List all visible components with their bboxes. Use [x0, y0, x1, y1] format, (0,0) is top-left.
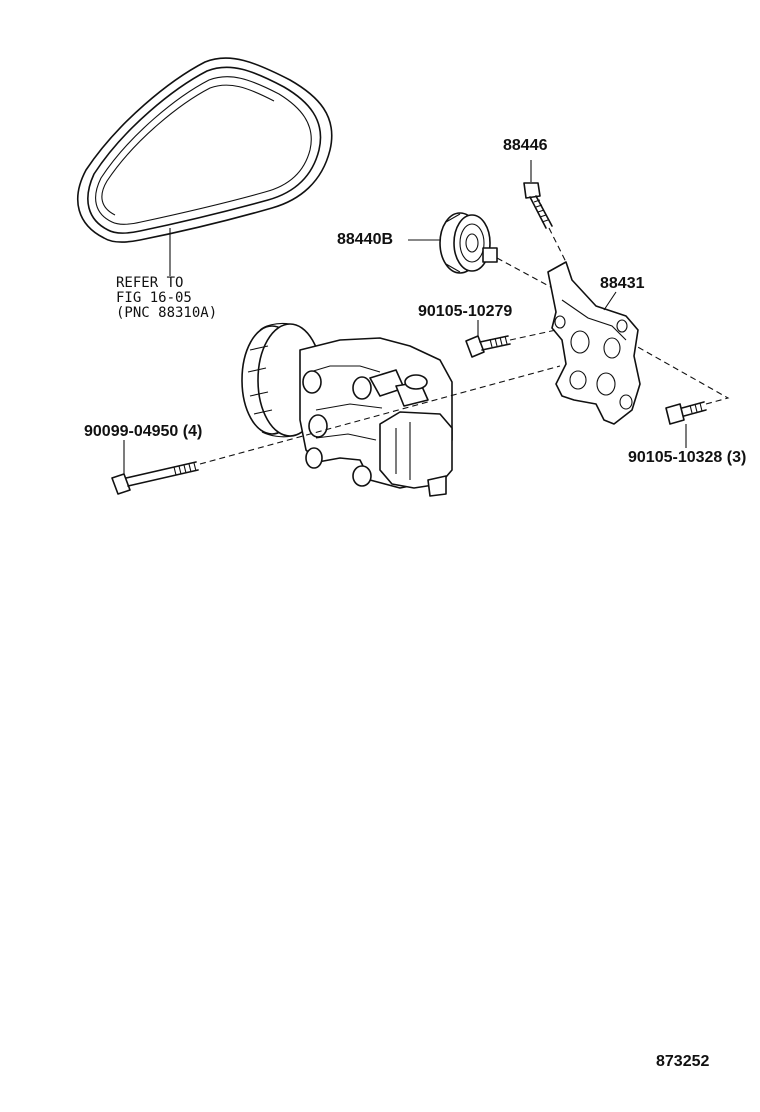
- drive-belt: [77, 57, 333, 276]
- belt-reference-line3: (PNC 88310A): [116, 305, 218, 321]
- compressor-bracket: [547, 261, 641, 425]
- belt-reference-line1: REFER TO: [116, 275, 184, 291]
- bolt-90105-10279: [465, 320, 557, 358]
- label-90105-10328: 90105-10328 (3): [628, 449, 747, 466]
- idler-pulley: [408, 212, 561, 293]
- bolt-90105-10328: [635, 345, 730, 448]
- bolt-88446: [523, 160, 567, 263]
- label-90105-10279: 90105-10279: [418, 303, 513, 320]
- label-88446: 88446: [503, 137, 548, 154]
- ac-compressor: [241, 322, 453, 497]
- label-88431: 88431: [600, 275, 645, 292]
- bolt-90099-04950: [111, 365, 561, 495]
- label-90099-04950: 90099-04950 (4): [84, 423, 203, 440]
- belt-reference-line2: FIG 16-05: [116, 290, 192, 306]
- label-88440b: 88440B: [337, 231, 394, 248]
- figure-number: 873252: [656, 1053, 710, 1070]
